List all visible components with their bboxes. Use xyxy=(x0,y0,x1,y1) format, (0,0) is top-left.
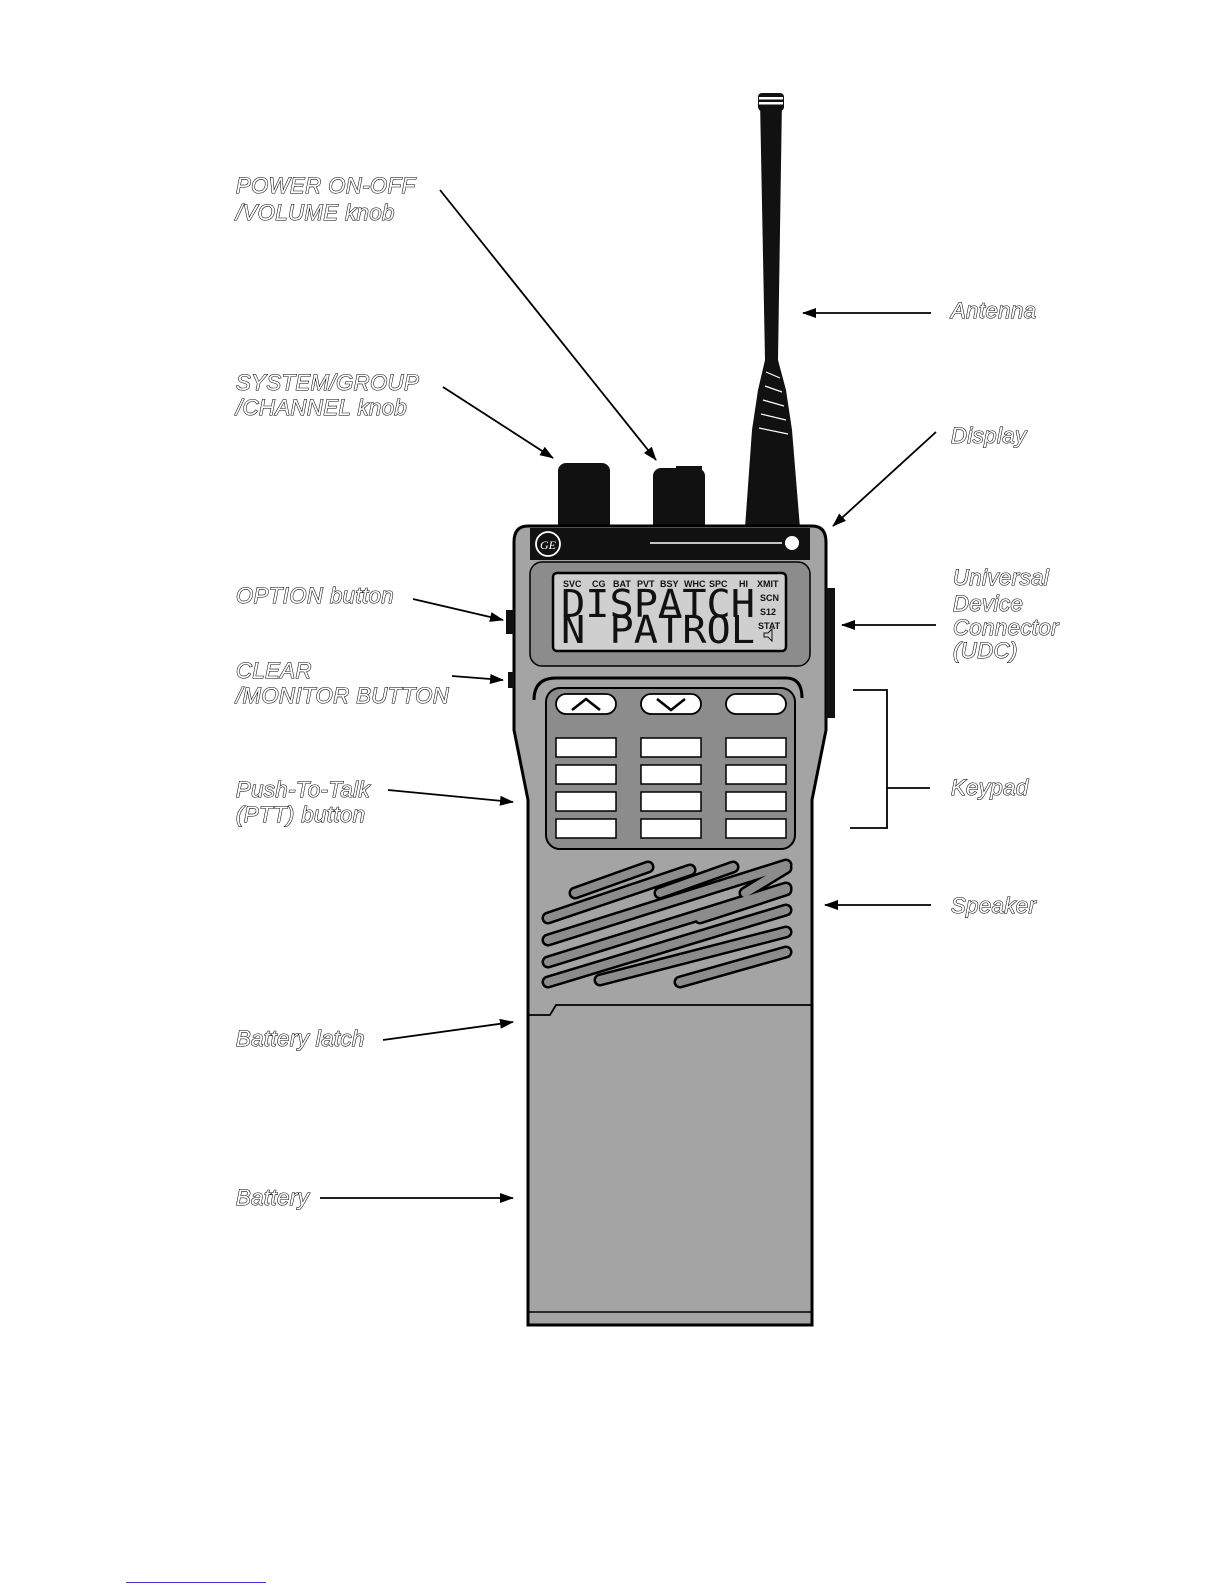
label-udc-2: Device xyxy=(953,591,1023,616)
function-button[interactable] xyxy=(726,694,786,714)
keypad-key[interactable] xyxy=(556,738,616,757)
label-display: Display xyxy=(951,423,1028,448)
label-udc-1: Universal xyxy=(953,565,1050,590)
indicator-stat: STAT xyxy=(758,621,781,631)
udc-connector[interactable] xyxy=(826,588,835,718)
option-button[interactable] xyxy=(506,610,514,634)
keypad-key[interactable] xyxy=(641,765,701,784)
leader-power-volume xyxy=(440,190,656,460)
indicator-s12: S12 xyxy=(760,607,776,617)
leader-clear-monitor xyxy=(452,676,503,680)
top-label-bar: GE xyxy=(530,528,810,560)
label-keypad: Keypad xyxy=(951,775,1029,800)
status-led xyxy=(785,536,799,550)
label-speaker: Speaker xyxy=(951,893,1038,918)
ge-logo-text: GE xyxy=(540,538,557,552)
scroll-up-button[interactable] xyxy=(556,694,616,714)
label-clear-monitor-2: /MONITOR BUTTON xyxy=(234,683,449,708)
indicator-scn: SCN xyxy=(760,593,779,603)
label-battery: Battery xyxy=(236,1185,311,1210)
keypad-key[interactable] xyxy=(726,738,786,757)
leader-option xyxy=(413,599,503,620)
label-option: OPTION button xyxy=(236,583,394,608)
display-bezel: SVC CG BAT PVT BSY WHC SPC HI XMIT SCN S… xyxy=(530,562,810,666)
keypad-top-row xyxy=(556,694,786,714)
leader-battery-latch xyxy=(383,1022,513,1040)
leader-display xyxy=(833,432,936,526)
leader-ptt xyxy=(388,790,513,802)
keypad-key[interactable] xyxy=(556,765,616,784)
label-antenna: Antenna xyxy=(949,298,1036,323)
leader-system-group xyxy=(443,387,553,458)
label-system-group-1: SYSTEM/GROUP xyxy=(236,370,419,395)
label-ptt-1: Push-To-Talk xyxy=(236,777,370,802)
label-battery-latch: Battery latch xyxy=(236,1026,365,1051)
annunciator-xmit: XMIT xyxy=(757,579,779,589)
keypad-key[interactable] xyxy=(641,819,701,838)
label-ptt-2: (PTT) button xyxy=(236,802,365,827)
keypad-key[interactable] xyxy=(556,819,616,838)
label-udc-4: (UDC) xyxy=(953,638,1018,663)
footer-link-underline[interactable] xyxy=(126,1582,266,1583)
keypad-key[interactable] xyxy=(726,792,786,811)
keypad-key[interactable] xyxy=(726,765,786,784)
keypad-key[interactable] xyxy=(641,792,701,811)
label-udc-3: Connector xyxy=(953,615,1060,640)
label-system-group-2: /CHANNEL knob xyxy=(234,395,407,420)
keypad-bracket xyxy=(850,690,930,828)
lcd-line-2: N PATROL xyxy=(561,608,755,652)
keypad-key[interactable] xyxy=(641,738,701,757)
keypad-key[interactable] xyxy=(556,792,616,811)
label-power-volume-2: /VOLUME knob xyxy=(234,200,395,225)
antenna xyxy=(745,93,800,528)
label-power-volume-1: POWER ON-OFF xyxy=(236,173,417,198)
system-group-channel-knob[interactable] xyxy=(558,463,610,535)
clear-monitor-button[interactable] xyxy=(508,672,514,688)
keypad-key[interactable] xyxy=(726,819,786,838)
label-clear-monitor-1: CLEAR xyxy=(236,658,312,683)
keypad xyxy=(534,678,802,849)
